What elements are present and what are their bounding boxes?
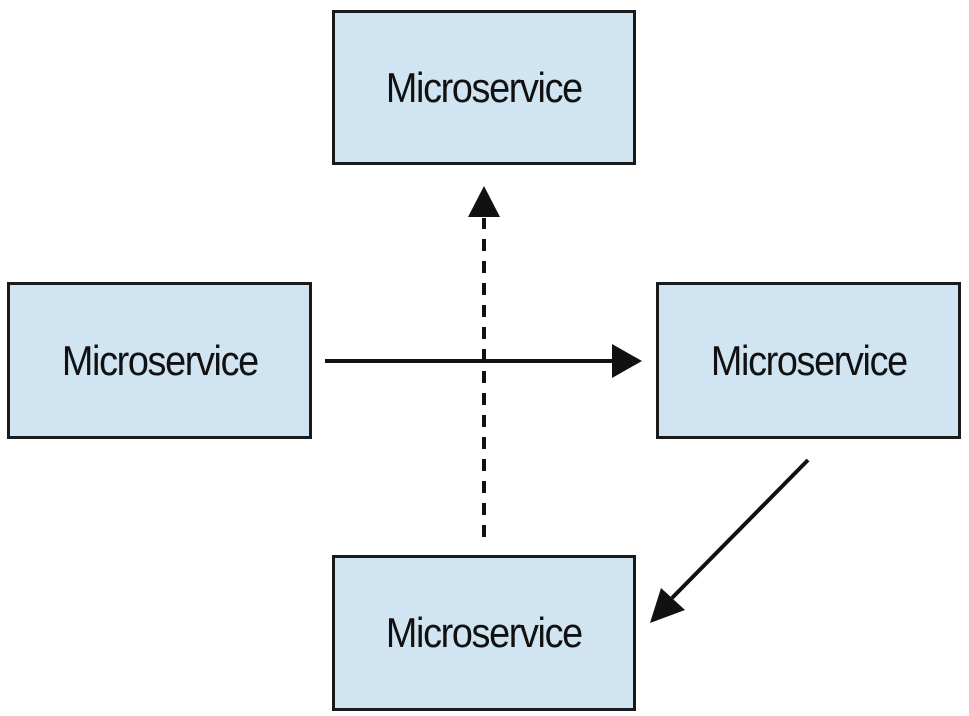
microservice-label-bottom: Microservice	[386, 609, 583, 656]
microservice-box-bottom: Microservice	[332, 555, 636, 711]
edge-bottom-to-top	[468, 186, 500, 537]
microservice-box-left: Microservice	[7, 282, 312, 439]
microservice-box-right: Microservice	[656, 282, 961, 439]
edge-left-to-right	[325, 344, 642, 378]
microservice-label-right: Microservice	[710, 336, 908, 384]
microservice-label-left: Microservice	[61, 336, 259, 384]
edge-bottom-to-top-arrowhead	[468, 186, 500, 217]
edge-right-to-bottom-arrowhead	[650, 588, 685, 623]
microservice-box-top: Microservice	[332, 10, 636, 165]
edge-right-to-bottom-line	[670, 458, 810, 600]
edge-left-to-right-arrowhead	[612, 344, 642, 378]
microservice-label-top: Microservice	[386, 63, 583, 111]
edge-right-to-bottom	[650, 458, 810, 623]
